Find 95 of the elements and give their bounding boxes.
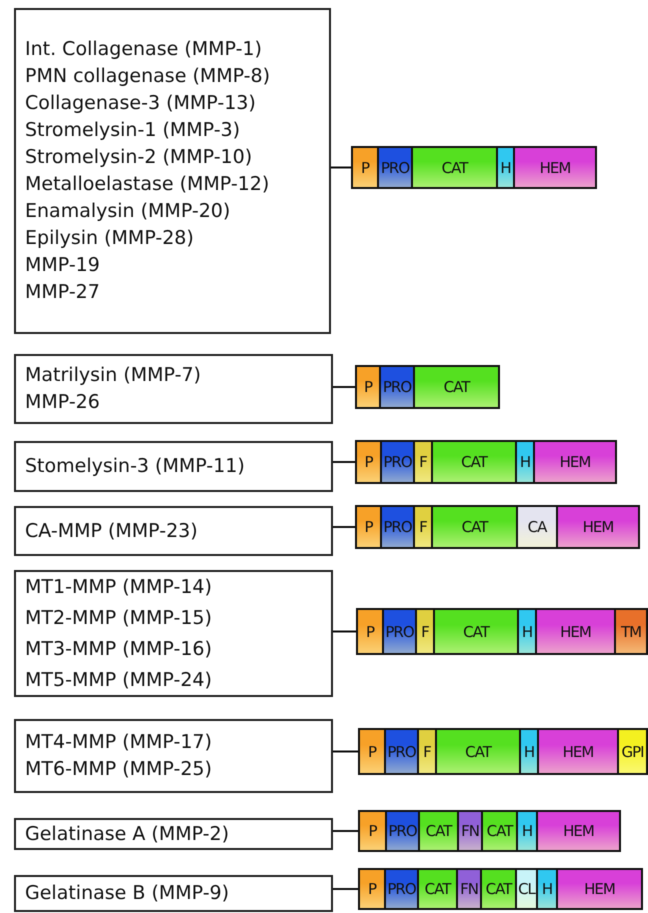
domain-segment: CAT (483, 812, 518, 850)
domain-segment: P (360, 812, 387, 850)
domain-segment: HEM (539, 730, 619, 773)
connector-line (333, 386, 355, 388)
domain-segment: P (360, 870, 386, 908)
domain-segment: P (357, 367, 381, 407)
domain-segment: HEM (537, 610, 616, 653)
domain-segment: CAT (419, 870, 458, 908)
label-box (14, 8, 331, 334)
domain-segment: H (538, 870, 558, 908)
domain-segment: PRO (386, 870, 419, 908)
connector-line (333, 630, 356, 632)
enzyme-name: Enamalysin (MMP-20) (25, 199, 230, 224)
enzyme-name: Gelatinase A (MMP-2) (25, 822, 230, 846)
domain-segment: CAT (415, 367, 498, 407)
domain-segment: F (415, 507, 433, 547)
domain-segment: PRO (382, 442, 415, 482)
enzyme-name: Stromelysin-1 (MMP-3) (25, 118, 240, 143)
domain-segment: P (357, 442, 382, 482)
domain-segment: CL (517, 870, 538, 908)
connector-line (333, 888, 358, 890)
label-box (14, 354, 333, 424)
domain-segment: PRO (387, 812, 420, 850)
domain-bar (356, 608, 648, 655)
domain-segment: FN (459, 812, 483, 850)
domain-segment: P (358, 610, 384, 653)
domain-segment: H (521, 730, 539, 773)
label-box (14, 441, 333, 492)
domain-bar (355, 505, 640, 549)
enzyme-name: Collagenase-3 (MMP-13) (25, 91, 256, 116)
domain-segment: CAT (437, 730, 521, 773)
domain-segment: FN (458, 870, 482, 908)
domain-segment: H (518, 812, 538, 850)
domain-segment: HEM (515, 148, 595, 187)
domain-segment: PRO (381, 367, 415, 407)
enzyme-name: MT1-MMP (MMP-14) (25, 574, 212, 600)
domain-segment: PRO (382, 507, 415, 547)
connector-line (333, 526, 355, 528)
connector-line (333, 830, 358, 832)
domain-bar (358, 868, 643, 910)
enzyme-name: Epilysin (MMP-28) (25, 226, 194, 251)
domain-segment: F (417, 610, 435, 653)
enzyme-name: Gelatinase B (MMP-9) (25, 881, 230, 906)
enzyme-name: MT2-MMP (MMP-15) (25, 606, 212, 630)
enzyme-name: CA-MMP (MMP-23) (25, 518, 198, 544)
domain-bar (355, 440, 617, 484)
domain-segment: CAT (420, 812, 459, 850)
domain-bar (355, 365, 500, 409)
enzyme-name: MMP-19 (25, 253, 100, 278)
domain-segment: CAT (435, 610, 519, 653)
label-box (14, 719, 333, 793)
enzyme-name: PMN collagenase (MMP-8) (25, 64, 270, 89)
domain-segment: CAT (433, 442, 517, 482)
domain-segment: CA (518, 507, 558, 547)
domain-segment: P (360, 730, 386, 773)
domain-segment: H (498, 148, 515, 187)
connector-line (331, 166, 351, 168)
domain-bar (358, 728, 648, 775)
domain-segment: H (517, 442, 535, 482)
enzyme-name: Stomelysin-3 (MMP-11) (25, 454, 245, 479)
enzyme-name: Matrilysin (MMP-7) (25, 363, 201, 388)
enzyme-name: Metalloelastase (MMP-12) (25, 172, 270, 197)
domain-segment: CAT (413, 148, 498, 187)
domain-segment: CAT (433, 507, 518, 547)
connector-line (333, 461, 355, 463)
domain-segment: P (357, 507, 382, 547)
domain-segment: PRO (386, 730, 419, 773)
label-box (14, 570, 333, 697)
domain-segment: F (415, 442, 433, 482)
enzyme-name: Stromelysin-2 (MMP-10) (25, 145, 252, 170)
enzyme-name: MMP-26 (25, 390, 100, 415)
enzyme-name: MT4-MMP (MMP-17) (25, 730, 212, 755)
domain-segment: HEM (535, 442, 615, 482)
domain-segment: P (353, 148, 379, 187)
enzyme-name: MT5-MMP (MMP-24) (25, 668, 212, 692)
domain-segment: GPI (619, 730, 646, 773)
label-box (14, 818, 333, 850)
domain-bar (358, 810, 621, 852)
enzyme-name: MT3-MMP (MMP-16) (25, 636, 212, 662)
domain-segment: TM (616, 610, 646, 653)
label-box (14, 875, 333, 912)
domain-segment: F (419, 730, 437, 773)
domain-segment: HEM (558, 507, 638, 547)
domain-segment: PRO (379, 148, 413, 187)
connector-line (333, 750, 358, 752)
enzyme-name: MMP-27 (25, 280, 100, 305)
domain-segment: CAT (482, 870, 517, 908)
enzyme-name: MT6-MMP (MMP-25) (25, 757, 212, 782)
label-box (14, 506, 333, 556)
domain-bar (351, 146, 597, 189)
domain-segment: H (519, 610, 537, 653)
domain-segment: HEM (538, 812, 619, 850)
domain-segment: PRO (384, 610, 417, 653)
enzyme-name: Int. Collagenase (MMP-1) (25, 37, 262, 62)
domain-segment: HEM (558, 870, 641, 908)
